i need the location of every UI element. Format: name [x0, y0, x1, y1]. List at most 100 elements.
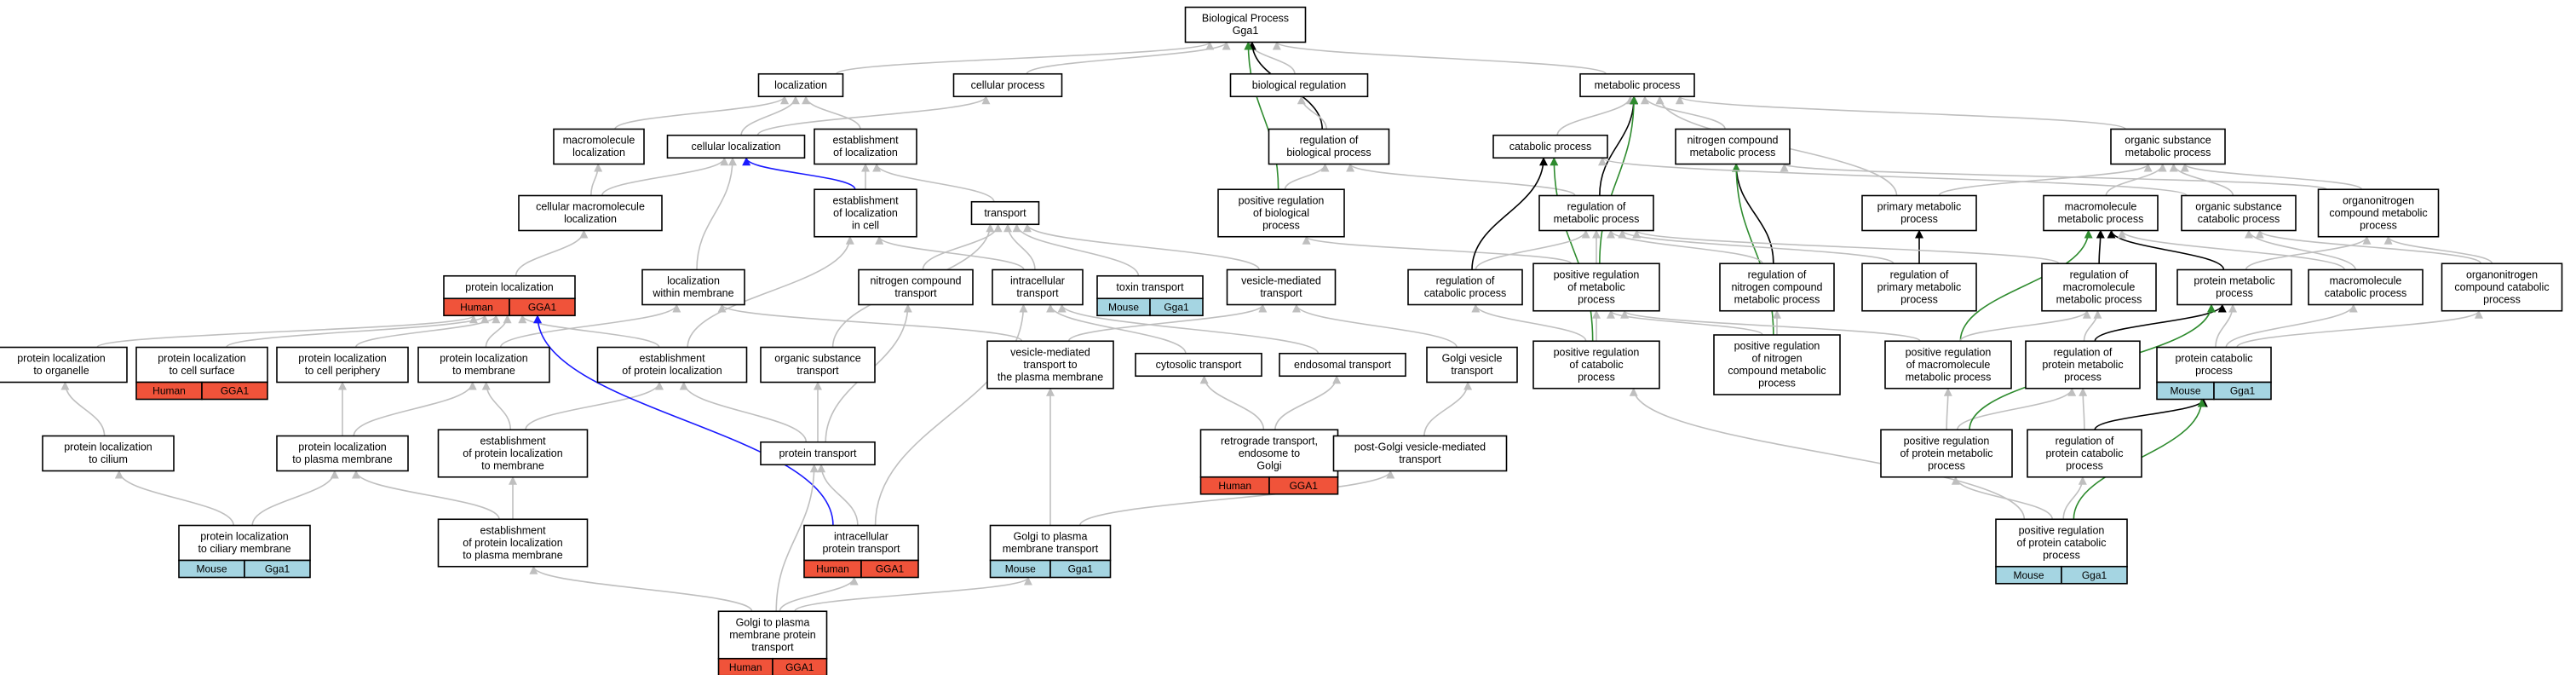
term-label: macromolecule	[2063, 281, 2136, 293]
go-term-node-endosomal[interactable]: endosomal transport	[1279, 352, 1406, 378]
go-term-node-transport[interactable]: transport	[970, 200, 1040, 226]
go-term-node-retro[interactable]: retrograde transport,endosome toGolgiHum…	[1199, 429, 1339, 495]
term-label: organic substance	[774, 353, 861, 365]
term-label: compound metabolic	[2329, 207, 2427, 219]
term-box	[1861, 194, 1977, 232]
gene-cell	[509, 297, 576, 317]
species-label: Human	[1218, 480, 1251, 492]
edge-posregmet-to-posregbio	[1302, 235, 1573, 265]
term-label: positive regulation	[1239, 194, 1325, 206]
edge-organonitrocat-to-organonitro	[2383, 235, 2493, 264]
term-label: establishment	[832, 194, 899, 206]
term-label: process	[1578, 371, 1615, 383]
term-label: transport	[1260, 287, 1302, 299]
go-term-node-loc[interactable]: localization	[757, 72, 844, 98]
term-box	[717, 610, 828, 660]
go-term-node-metab[interactable]: metabolic process	[1579, 72, 1695, 98]
gene-cell	[772, 657, 828, 675]
go-term-node-prottrans[interactable]: protein transport	[760, 441, 876, 466]
term-label: transport to	[1023, 359, 1077, 371]
go-term-node-cellproc[interactable]: cellular process	[952, 72, 1063, 98]
species-label: Mouse	[1108, 301, 1139, 313]
edge-orgsubcat-to-catab	[1598, 157, 2188, 197]
go-term-node-cellloc[interactable]: cellular localization	[666, 134, 806, 159]
term-label: regulation of	[1890, 268, 1949, 280]
gene-cell	[1149, 297, 1204, 317]
go-term-node-cytosolic[interactable]: cytosolic transport	[1135, 352, 1262, 378]
edge-golgiplasmaprot-to-estprotplasma	[529, 565, 753, 612]
term-box	[276, 346, 409, 384]
term-label: establishment	[480, 524, 546, 536]
term-label: metabolic process	[1906, 371, 1992, 383]
term-label: to plasma membrane	[292, 453, 392, 465]
edge-organonitro-to-orgsub	[2180, 163, 2363, 191]
go-term-node-catab[interactable]: catabolic process	[1492, 134, 1608, 159]
term-label: cellular localization	[692, 141, 781, 153]
gene-label: Gga1	[265, 563, 290, 575]
term-label: membrane transport	[1003, 543, 1099, 555]
term-label: regulation of	[2056, 435, 2114, 447]
term-label: primary metabolic	[1877, 281, 1962, 293]
term-label: protein metabolic	[2194, 275, 2274, 287]
term-label: of protein localization	[622, 365, 722, 377]
term-label: retrograde transport,	[1221, 435, 1318, 447]
go-term-node-bioreg[interactable]: biological regulation	[1229, 72, 1369, 98]
term-label: primary metabolic	[1877, 201, 1962, 213]
term-label: catabolic process	[1509, 141, 1592, 153]
edge-golgiplasmaprot-to-golgiplasma	[794, 576, 1032, 612]
